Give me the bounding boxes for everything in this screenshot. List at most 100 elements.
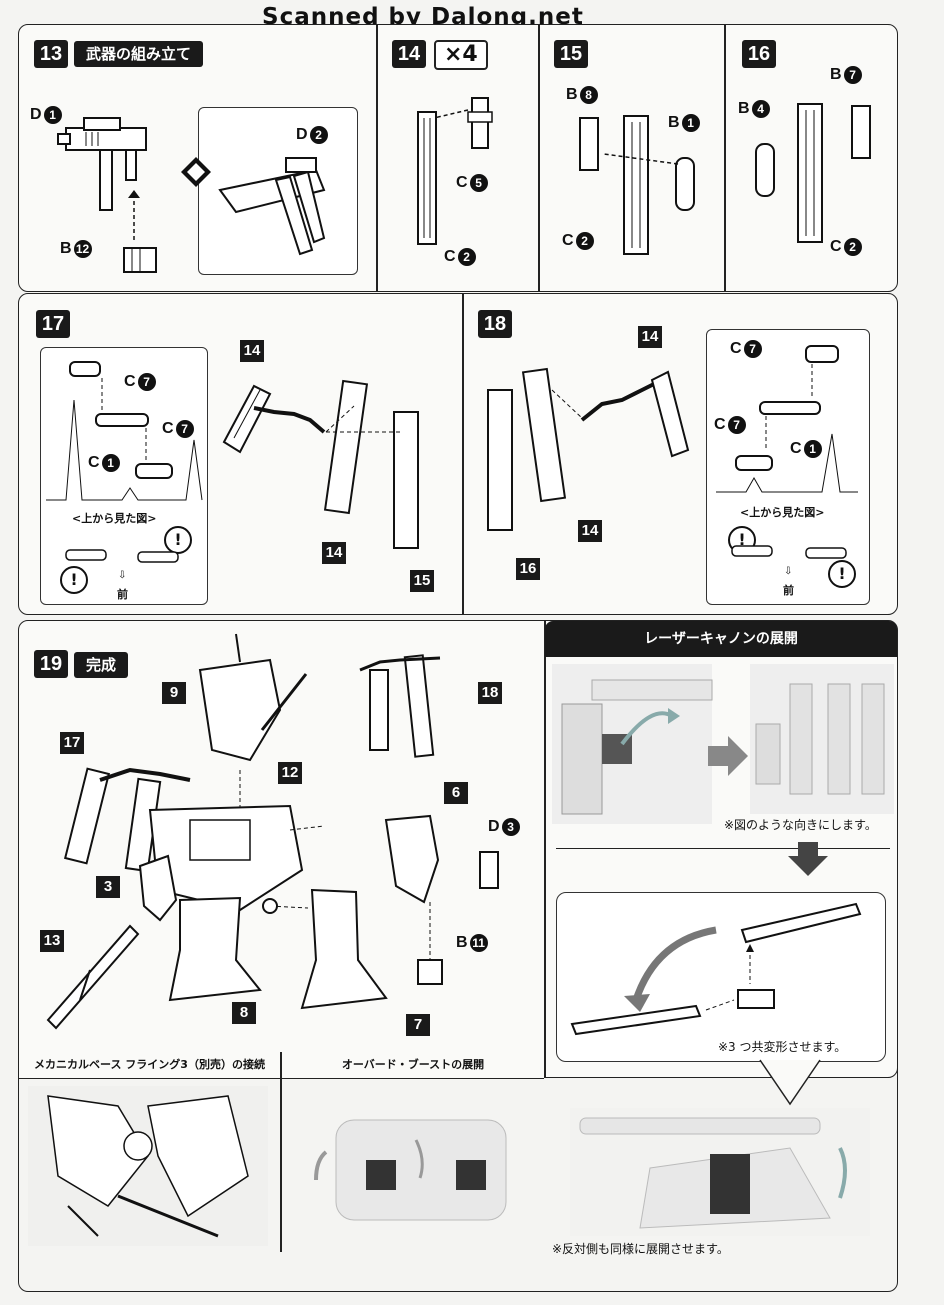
- part-number: 2: [843, 238, 862, 256]
- arrow-down-icon: [788, 842, 828, 876]
- dashed-arrow: [433, 109, 469, 119]
- mechanical-base-illustration: [28, 1086, 268, 1246]
- top-view-caption: <上から見た図>: [72, 512, 157, 525]
- divider-mech-overboost: [280, 1052, 282, 1252]
- laser-cannon-photo-art: [561, 679, 713, 815]
- part-label-d1: D 1: [30, 106, 62, 124]
- part-label-b11: B 11: [456, 934, 488, 952]
- ref-part-16: 16: [516, 558, 540, 580]
- part-label-c1: C 1: [790, 440, 822, 458]
- part-b8: [579, 117, 599, 171]
- part-number: 8: [579, 86, 598, 104]
- joint-orientation-b: [137, 551, 179, 563]
- ref-part-13: 13: [40, 930, 64, 952]
- part-label-b7: B 7: [830, 66, 862, 84]
- step-14-number: 14: [392, 40, 426, 68]
- part-label-c5: C 5: [456, 174, 488, 192]
- part-number: 1: [803, 440, 822, 458]
- joint-orientation-b: [805, 547, 847, 559]
- rifle-d2-illustration: [218, 157, 326, 256]
- part-label-d2: D 2: [296, 126, 328, 144]
- part-label-c7b: C 7: [162, 420, 194, 438]
- step-17-number: 17: [36, 310, 70, 338]
- ref-part-14: 14: [578, 520, 602, 542]
- joint-parts-diagram: [46, 361, 203, 501]
- orientation-note: ※図のような向きにします。: [724, 818, 877, 832]
- laser-cannon-photo-art: [755, 683, 885, 795]
- complete-robot-assembly: [46, 633, 499, 1030]
- ref-part-3: 3: [96, 876, 120, 898]
- step-13-title: 武器の組み立て: [74, 41, 204, 67]
- part-letter: B: [830, 66, 842, 83]
- ref-part-14: 14: [322, 542, 346, 564]
- part-number: 7: [175, 420, 194, 438]
- cannon-barrel-c2: [417, 111, 437, 245]
- front-label: 前: [783, 584, 794, 597]
- part-b4-link: [755, 143, 775, 197]
- part-letter: C: [444, 248, 456, 265]
- step-19-title: 完成: [74, 652, 129, 678]
- part-label-c7a: C 7: [730, 340, 762, 358]
- part-label-b12: B 12: [60, 240, 92, 258]
- part-number: 11: [469, 934, 488, 952]
- part-number: 7: [727, 416, 746, 434]
- step-19-number: 19: [34, 650, 68, 678]
- part-number: 1: [101, 454, 120, 472]
- top-view-inset-18: [706, 329, 870, 605]
- part-letter: C: [124, 373, 136, 390]
- part-number: 1: [681, 114, 700, 132]
- warning-icon: !: [164, 526, 192, 554]
- part-letter: D: [296, 126, 308, 143]
- dashed-arrow-up: [128, 190, 140, 240]
- divider-13-14: [376, 25, 378, 291]
- part-letter: C: [88, 454, 100, 471]
- divider-19-laser: [544, 621, 546, 1077]
- part-letter: B: [668, 114, 680, 131]
- mechanical-base-header: メカニカルベース フライング3（別売）の接続: [19, 1052, 280, 1079]
- top-view-caption: <上から見た図>: [740, 506, 825, 519]
- laser-cannon-assembly-18: [487, 367, 690, 531]
- step-15-number: 15: [554, 40, 588, 68]
- joint-orientation-a: [731, 545, 773, 557]
- laser-section-divider: [556, 848, 890, 849]
- warning-icon: !: [828, 560, 856, 588]
- ref-part-18: 18: [478, 682, 502, 704]
- laser-cannon-photo-2: [750, 664, 894, 814]
- part-number: 2: [575, 232, 594, 250]
- part-letter: B: [60, 240, 72, 257]
- arrow-right-icon: [708, 736, 748, 776]
- arrow-down-icon: ⇩: [784, 566, 793, 577]
- ref-part-7: 7: [406, 1014, 430, 1036]
- part-number: 7: [137, 373, 156, 391]
- transform-note: ※3 つ共変形させます。: [718, 1040, 847, 1054]
- laser-cannon-photo-1: [552, 664, 713, 824]
- step-14-multiplier: ×4: [434, 40, 488, 70]
- part-letter: C: [730, 340, 742, 357]
- overboost-photo: [296, 1100, 532, 1240]
- part-number: 7: [843, 66, 862, 84]
- part-letter: B: [566, 86, 578, 103]
- part-label-c2: C 2: [444, 248, 476, 266]
- ref-part-8: 8: [232, 1002, 256, 1024]
- part-c5: [467, 97, 493, 149]
- part-number: 5: [469, 174, 488, 192]
- cannon-barrel-c2: [623, 115, 649, 255]
- part-b1-link: [675, 157, 695, 211]
- ref-part-9: 9: [162, 682, 186, 704]
- part-number: 2: [457, 248, 476, 266]
- part-number: 7: [743, 340, 762, 358]
- part-label-b8: B 8: [566, 86, 598, 104]
- ref-part-12: 12: [278, 762, 302, 784]
- step-13-number: 13: [34, 40, 68, 68]
- divider-17-18: [462, 294, 464, 614]
- joint-parts-diagram: [716, 345, 858, 493]
- part-number: 2: [309, 126, 328, 144]
- part-label-c1: C 1: [88, 454, 120, 472]
- part-label-d3: D 3: [488, 818, 520, 836]
- cannon-barrel-c2: [797, 103, 823, 243]
- ref-part-14: 14: [638, 326, 662, 348]
- part-label-b1: B 1: [668, 114, 700, 132]
- rotate-view-icon: [181, 157, 211, 187]
- part-number: 12: [73, 240, 92, 258]
- part-label-c7a: C 7: [124, 373, 156, 391]
